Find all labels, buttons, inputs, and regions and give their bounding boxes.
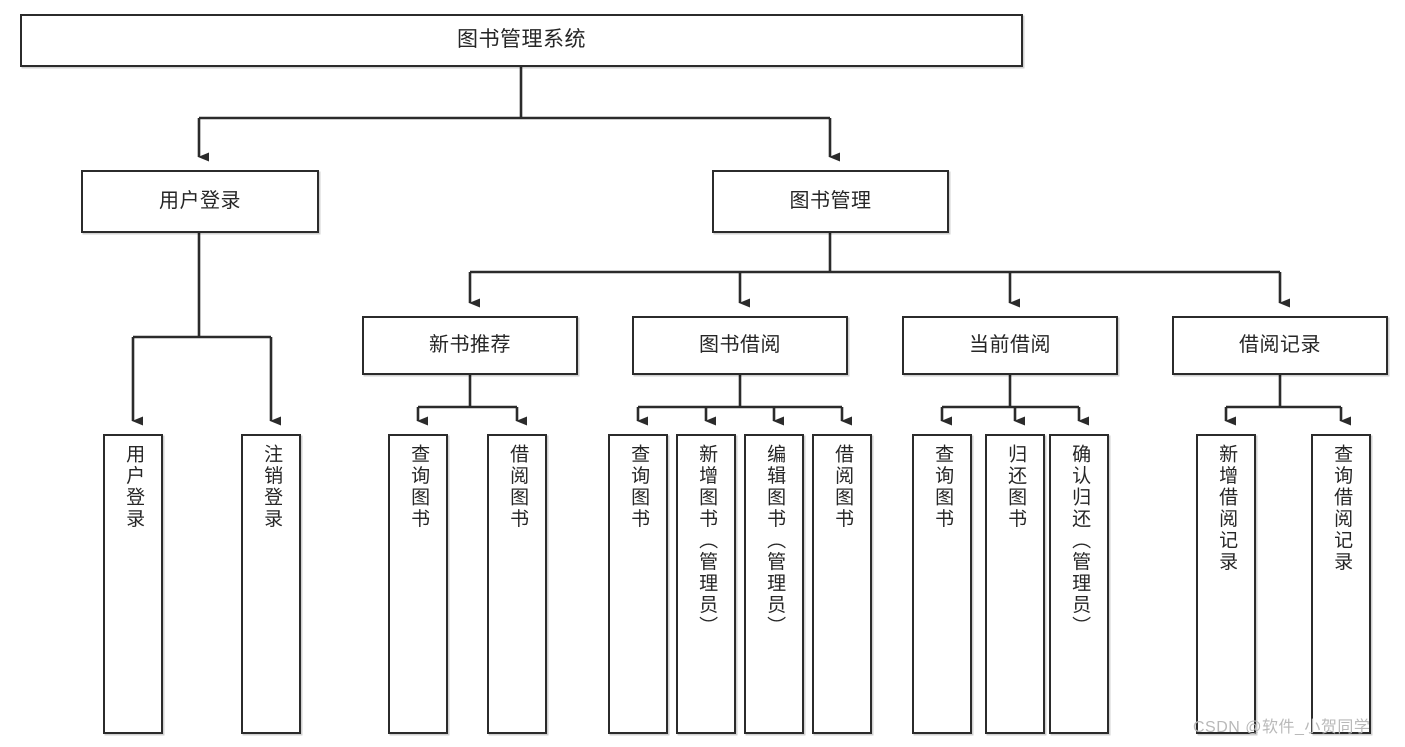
node-book-manage[interactable]: 图书管理 xyxy=(712,170,949,233)
node-book-manage-label: 图书管理 xyxy=(789,189,872,212)
node-current-borrow-label: 当前借阅 xyxy=(969,333,1051,356)
node-leaf-borrow-book-rec-label: 借阅图书 xyxy=(507,444,529,530)
node-leaf-borrow-book[interactable]: 借阅图书 xyxy=(812,434,872,734)
node-leaf-borrow-book-rec[interactable]: 借阅图书 xyxy=(487,434,547,734)
node-leaf-query-book-current-label: 查询图书 xyxy=(932,444,954,530)
node-leaf-query-book-rec[interactable]: 查询图书 xyxy=(388,434,448,734)
node-leaf-user-login-label: 用户登录 xyxy=(123,444,145,530)
node-leaf-add-borrow-record-label: 新增借阅记录 xyxy=(1216,444,1238,573)
node-leaf-query-borrow-record[interactable]: 查询借阅记录 xyxy=(1311,434,1371,734)
node-leaf-query-book-borrow[interactable]: 查询图书 xyxy=(608,434,668,734)
node-current-borrow[interactable]: 当前借阅 xyxy=(902,316,1118,375)
node-leaf-query-book-rec-label: 查询图书 xyxy=(408,444,430,530)
node-book-borrow-label: 图书借阅 xyxy=(699,333,781,356)
node-leaf-return-book[interactable]: 归还图书 xyxy=(985,434,1045,734)
node-leaf-query-borrow-record-label: 查询借阅记录 xyxy=(1331,444,1353,573)
node-root-label: 图书管理系统 xyxy=(457,28,586,52)
node-leaf-user-login[interactable]: 用户登录 xyxy=(103,434,163,734)
node-root[interactable]: 图书管理系统 xyxy=(20,14,1023,67)
node-new-book-recommend-label: 新书推荐 xyxy=(429,333,511,356)
node-user-login-label: 用户登录 xyxy=(159,189,241,212)
node-leaf-query-book-current[interactable]: 查询图书 xyxy=(912,434,972,734)
node-borrow-record[interactable]: 借阅记录 xyxy=(1172,316,1388,375)
node-leaf-user-logout-label: 注销登录 xyxy=(261,444,283,530)
node-leaf-return-book-label: 归还图书 xyxy=(1005,444,1027,530)
node-borrow-record-label: 借阅记录 xyxy=(1239,333,1321,356)
node-leaf-edit-book[interactable]: 编辑图书（管理员） xyxy=(744,434,804,734)
node-leaf-add-book-label: 新增图书（管理员） xyxy=(696,444,718,638)
node-leaf-confirm-return-label: 确认归还（管理员） xyxy=(1069,444,1091,638)
node-leaf-add-book[interactable]: 新增图书（管理员） xyxy=(676,434,736,734)
node-leaf-borrow-book-label: 借阅图书 xyxy=(832,444,854,530)
node-book-borrow[interactable]: 图书借阅 xyxy=(632,316,848,375)
node-leaf-user-logout[interactable]: 注销登录 xyxy=(241,434,301,734)
node-leaf-edit-book-label: 编辑图书（管理员） xyxy=(764,444,786,638)
node-user-login[interactable]: 用户登录 xyxy=(81,170,319,233)
node-leaf-add-borrow-record[interactable]: 新增借阅记录 xyxy=(1196,434,1256,734)
node-leaf-confirm-return[interactable]: 确认归还（管理员） xyxy=(1049,434,1109,734)
node-new-book-recommend[interactable]: 新书推荐 xyxy=(362,316,578,375)
node-leaf-query-book-borrow-label: 查询图书 xyxy=(628,444,650,530)
